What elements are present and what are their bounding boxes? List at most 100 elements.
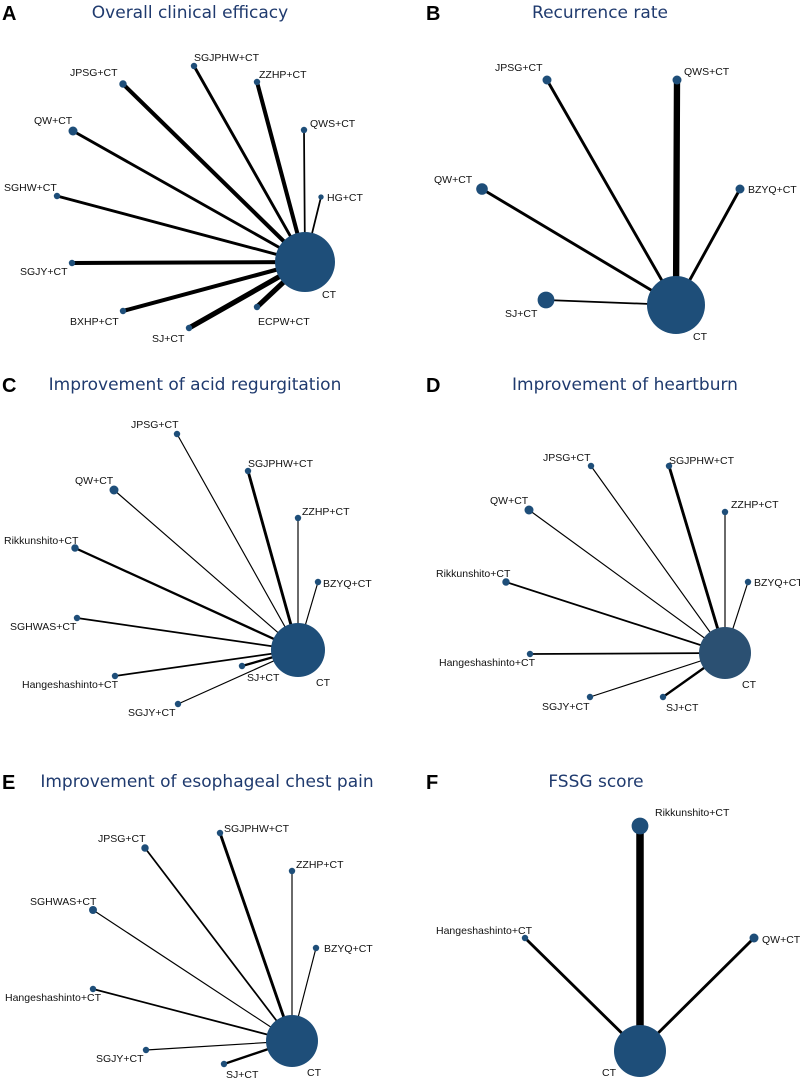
panel-title: Improvement of heartburn — [512, 375, 738, 395]
panel-title: Improvement of esophageal chest pain — [40, 772, 373, 792]
node-label-sj-plus-ct: SJ+CT — [505, 308, 538, 320]
node-label-hg-plus-ct: HG+CT — [327, 192, 363, 204]
node-label-rikkunshito-plus-ct: Rikkunshito+CT — [436, 568, 511, 580]
node-jpsg-plus-ct — [542, 75, 552, 85]
node-label-zzhp-plus-ct: ZZHP+CT — [296, 859, 344, 871]
node-jpsg-plus-ct — [119, 80, 127, 88]
node-rikkunshito-plus-ct — [502, 578, 510, 586]
node-label-bxhp-plus-ct: BXHP+CT — [70, 316, 119, 328]
node-label-jpsg-plus-ct: JPSG+CT — [98, 833, 146, 845]
node-label-qw-plus-ct: QW+CT — [34, 115, 73, 127]
panel-c: JPSG+CTSGJPHW+CTQW+CTZZHP+CTRikkunshito+… — [2, 375, 372, 719]
node-hangeshashinto-plus-ct — [526, 650, 534, 658]
node-sj-plus-ct — [220, 1060, 228, 1068]
edge-qw-plus-ct-to-ct — [528, 509, 726, 654]
node-sghwas-plus-ct — [73, 614, 81, 622]
node-qw-plus-ct — [68, 126, 78, 136]
node-ct — [275, 232, 335, 292]
edge-sghwas-plus-ct-to-ct — [92, 909, 293, 1042]
node-jpsg-plus-ct — [173, 430, 181, 438]
node-qw-plus-ct — [476, 183, 488, 195]
node-sj-plus-ct — [185, 324, 193, 332]
node-label-sj-plus-ct: SJ+CT — [226, 1069, 259, 1079]
node-label-sgjphw-plus-ct: SGJPHW+CT — [224, 823, 290, 835]
node-zzhp-plus-ct — [288, 867, 296, 875]
node-jpsg-plus-ct — [141, 844, 149, 852]
node-label-ecpw-plus-ct: ECPW+CT — [258, 316, 310, 328]
node-label-ct: CT — [316, 677, 331, 689]
node-label-jpsg-plus-ct: JPSG+CT — [495, 62, 543, 74]
node-sgjy-plus-ct — [174, 700, 182, 708]
node-label-hangeshashinto-plus-ct: Hangeshashinto+CT — [5, 992, 102, 1004]
node-sgjy-plus-ct — [68, 259, 76, 267]
node-label-bzyq-plus-ct: BZYQ+CT — [324, 943, 373, 955]
node-label-ct: CT — [742, 679, 757, 691]
node-qw-plus-ct — [524, 505, 534, 515]
node-qw-plus-ct — [749, 933, 759, 943]
node-label-ct: CT — [322, 289, 337, 301]
panel-title: Improvement of acid regurgitation — [49, 375, 342, 395]
edge-sgjphw-plus-ct-to-ct — [246, 469, 300, 652]
node-label-qw-plus-ct: QW+CT — [75, 475, 114, 487]
node-ecpw-plus-ct — [253, 303, 261, 311]
panel-letter: A — [2, 3, 16, 25]
edge-jpsg-plus-ct-to-ct — [590, 465, 726, 654]
edge-jpsg-plus-ct-to-ct — [545, 78, 678, 307]
node-label-jpsg-plus-ct: JPSG+CT — [543, 452, 591, 464]
edge-hangeshashinto-plus-ct-to-ct — [523, 936, 642, 1053]
node-bzyq-plus-ct — [735, 184, 745, 194]
edge-sgjy-plus-ct-to-ct — [69, 259, 308, 266]
node-label-ct: CT — [693, 331, 708, 343]
node-rikkunshito-plus-ct — [71, 544, 79, 552]
node-label-hangeshashinto-plus-ct: Hangeshashinto+CT — [439, 657, 536, 669]
panel-e: SGJPHW+CT JPSG+CT ZZHP+CT SGHWAS+CT BZYQ+CT H… — [2, 772, 374, 1079]
node-hangeshashinto-plus-ct — [521, 934, 529, 942]
node-hangeshashinto-plus-ct — [111, 672, 119, 680]
node-sj-plus-ct — [537, 291, 555, 309]
node-bzyq-plus-ct — [314, 578, 322, 586]
node-sj-plus-ct — [659, 693, 667, 701]
edge-rikkunshito-plus-ct-to-ct — [73, 546, 300, 652]
node-label-sghwas-plus-ct: SGHWAS+CT — [30, 896, 97, 908]
edge-qw-plus-ct-to-ct — [71, 129, 307, 264]
node-ct — [266, 1015, 318, 1067]
node-zzhp-plus-ct — [294, 514, 302, 522]
edge-sgjphw-plus-ct-to-ct — [667, 464, 727, 655]
node-label-qw-plus-ct: QW+CT — [490, 495, 529, 507]
panel-letter: F — [426, 772, 438, 794]
node-label-bzyq-plus-ct: BZYQ+CT — [748, 184, 797, 196]
edge-sgjphw-plus-ct-to-ct — [218, 831, 294, 1043]
node-label-zzhp-plus-ct: ZZHP+CT — [731, 499, 779, 511]
node-label-sj-plus-ct: SJ+CT — [247, 672, 280, 684]
node-sgjphw-plus-ct — [665, 462, 673, 470]
edge-jpsg-plus-ct-to-ct — [144, 847, 293, 1042]
node-label-qw-plus-ct: QW+CT — [762, 934, 800, 946]
node-sgjphw-plus-ct — [216, 829, 224, 837]
node-label-sghw-plus-ct: SGHW+CT — [4, 182, 57, 194]
node-label-bzyq-plus-ct: BZYQ+CT — [323, 578, 372, 590]
edge-qws-plus-ct-to-ct — [672, 76, 681, 309]
edge-qw-plus-ct-to-ct — [113, 489, 299, 651]
node-label-qw-plus-ct: QW+CT — [434, 174, 473, 186]
node-label-sgjphw-plus-ct: SGJPHW+CT — [248, 458, 314, 470]
node-qws-plus-ct — [300, 126, 308, 134]
panel-letter: B — [426, 3, 440, 25]
node-label-qws-plus-ct: QWS+CT — [684, 66, 730, 78]
node-qw-plus-ct — [109, 485, 119, 495]
panel-c-edges — [73, 433, 319, 705]
node-label-zzhp-plus-ct: ZZHP+CT — [302, 506, 350, 518]
node-qws-plus-ct — [672, 75, 682, 85]
node-sgjphw-plus-ct — [244, 467, 252, 475]
node-zzhp-plus-ct — [721, 508, 729, 516]
node-label-hangeshashinto-plus-ct: Hangeshashinto+CT — [22, 679, 119, 691]
edge-sghw-plus-ct-to-ct — [55, 194, 307, 264]
node-label-sghwas-plus-ct: SGHWAS+CT — [10, 621, 77, 633]
node-label-sgjy-plus-ct: SGJY+CT — [20, 266, 68, 278]
node-rikkunshito-plus-ct — [631, 817, 649, 835]
panel-b-edges — [480, 76, 742, 309]
